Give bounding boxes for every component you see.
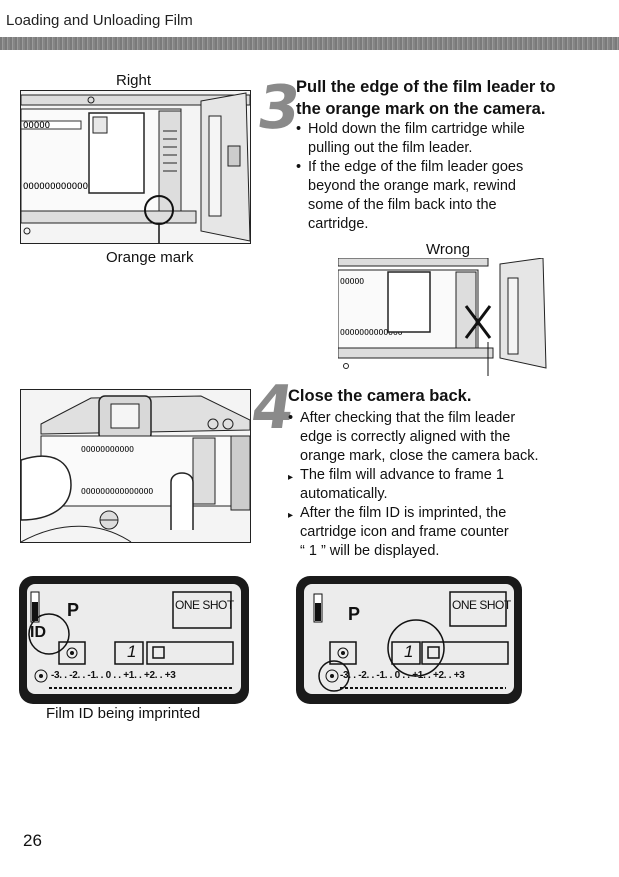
step-4-heading: Close the camera back. (288, 387, 472, 405)
wrong-position-figure: OOOOO OOOOOOOOOOOOO (337, 257, 548, 376)
bullet-line: automatically. (300, 486, 388, 502)
bullet-line: cartridge icon and frame counter (300, 524, 509, 540)
svg-text:OOOOOOOOOOOOOOO: OOOOOOOOOOOOOOO (81, 487, 153, 496)
lcd-mode: P (348, 604, 361, 624)
bullet-line: After the film ID is imprinted, the (300, 505, 507, 521)
bullet-line: orange mark, close the camera back. (300, 448, 539, 464)
fig1-top-label: Right (116, 72, 152, 89)
svg-text:OOOOOOOOOOOOO: OOOOOOOOOOOOO (340, 328, 403, 337)
step-3-number: 3 (253, 73, 303, 143)
page-number: 26 (23, 831, 42, 850)
lcd-exposure-scale: -3. . -2. . -1. . 0 . . +1. . +2. . +3 (340, 670, 465, 681)
header-bar (0, 37, 619, 50)
lcd-frame-counter: 1 (127, 642, 137, 661)
lcd-mode: P (67, 600, 80, 620)
step-4-bullet-3: After the film ID is imprinted, the cart… (288, 504, 608, 561)
lcd-frame-counter: 1 (404, 642, 414, 661)
bullet-line: pulling out the film leader. (308, 140, 473, 156)
step-3-heading-line1: Pull the edge of the film leader to (296, 78, 556, 96)
lcd-screen: P ONE SHOT 1 -3. . -2. . -1. . 0 . . +1.… (304, 584, 514, 694)
lcd-id-label: ID (30, 624, 46, 641)
bullet-line: If the edge of the film leader goes (308, 159, 524, 175)
lcd-panel-complete: P ONE SHOT 1 -3. . -2. . -1. . 0 . . +1.… (296, 576, 522, 704)
section-title: Loading and Unloading Film (6, 12, 193, 29)
step-4-bullet-1: After checking that the film leader edge… (288, 409, 608, 466)
bullet-line: Hold down the film cartridge while (308, 121, 525, 137)
bullet-line: “ 1 ” will be displayed. (300, 543, 440, 559)
step-4-bullet-2: The film will advance to frame 1 automat… (288, 466, 608, 504)
step-3-bullet-1: Hold down the film cartridge while pulli… (296, 120, 596, 158)
lcd-caption: Film ID being imprinted (46, 705, 201, 722)
step-3-bullets: Hold down the film cartridge while pulli… (296, 120, 596, 234)
closing-camera-back-figure: OOOOOOOOOOO OOOOOOOOOOOOOOO (20, 389, 251, 543)
svg-text:OOOOO: OOOOO (340, 277, 364, 286)
bullet-line: beyond the orange mark, rewind (308, 178, 516, 194)
step-3-bullet-2: If the edge of the film leader goes beyo… (296, 158, 596, 234)
wrong-label: Wrong (426, 241, 470, 258)
step-3-heading: Pull the edge of the film leader to the … (296, 76, 596, 120)
bullet-line: edge is correctly aligned with the (300, 429, 511, 445)
step-3-heading-line2: the orange mark on the camera. (296, 100, 546, 118)
lcd-screen: P ONE SHOT ID 1 -3. . -2. . -1. . 0 . . … (27, 584, 241, 694)
bullet-line: cartridge. (308, 216, 369, 232)
camera-interior-figure: OOOOO OOOOOOOOOOOO (20, 90, 251, 244)
lcd-badge: ONE SHOT (175, 598, 234, 612)
bullet-line: After checking that the film leader (300, 410, 516, 426)
lcd-exposure-scale: -3. . -2. . -1. . 0 . . +1. . +2. . +3 (51, 670, 176, 681)
step-4-bullets: After checking that the film leader edge… (288, 409, 608, 561)
svg-text:OOOOOOOOOOO: OOOOOOOOOOO (81, 445, 134, 454)
bullet-line: The film will advance to frame 1 (300, 467, 504, 483)
lcd-panel-imprinting: P ONE SHOT ID 1 -3. . -2. . -1. . 0 . . … (19, 576, 249, 704)
lcd-badge: ONE SHOT (452, 598, 511, 612)
orange-mark-label: Orange mark (106, 249, 194, 266)
bullet-line: some of the film back into the (308, 197, 497, 213)
svg-text:OOOOO: OOOOO (23, 121, 50, 131)
svg-text:OOOOOOOOOOOO: OOOOOOOOOOOO (23, 182, 88, 192)
